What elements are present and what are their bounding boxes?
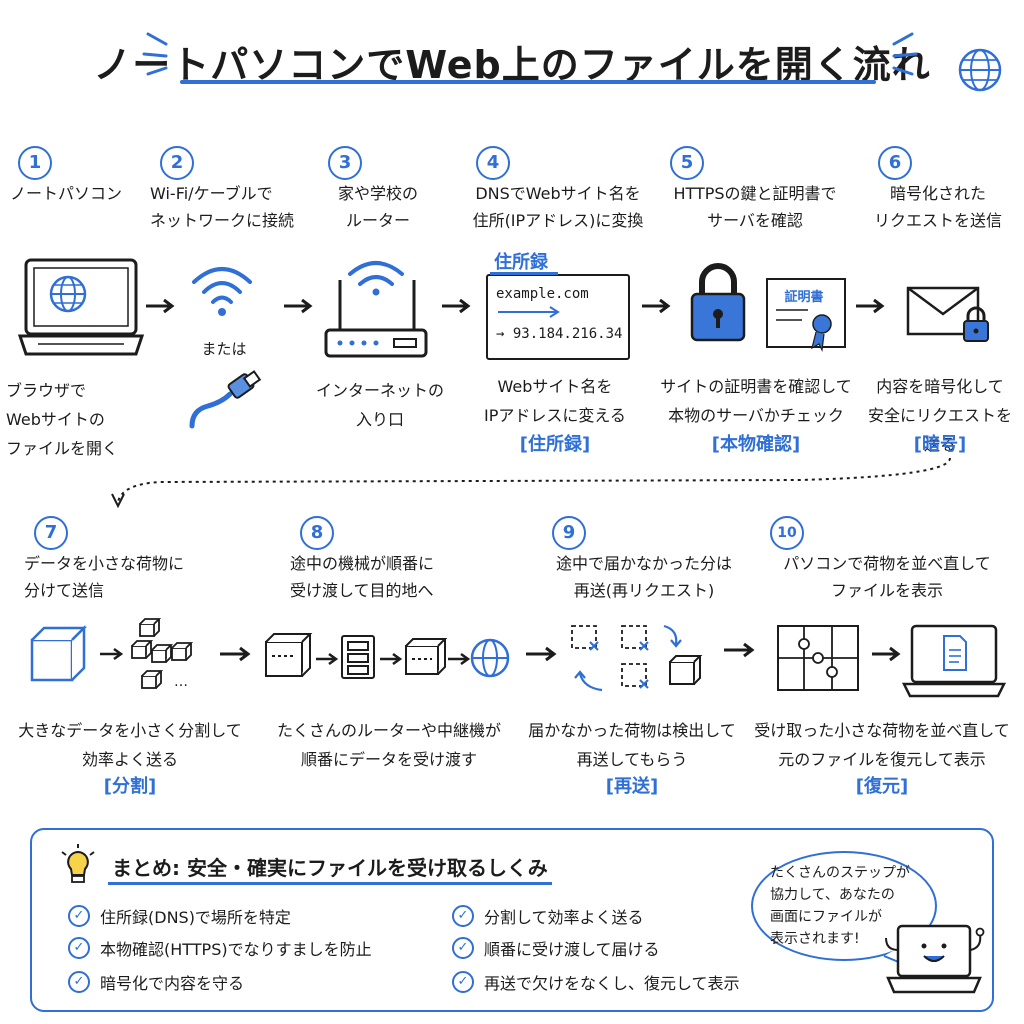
check-icon: ✓ (452, 971, 474, 993)
arrow-1-2 (146, 298, 175, 314)
step-10-tag: [復元] (855, 776, 909, 797)
router-icon (324, 261, 428, 358)
step-5-tag: [本物確認] (711, 434, 801, 455)
step-10-number: 10 (770, 516, 804, 550)
encrypted-envelope-icon (906, 286, 989, 342)
laptop-globe-icon (17, 258, 145, 356)
emphasis-lines-left (142, 32, 168, 76)
domain-name: example.com (496, 286, 589, 302)
step-3-number: 3 (328, 146, 362, 180)
step-2-label: Wi-Fi/ケーブルで ネットワークに接続 (150, 184, 295, 230)
certificate-seal-icon (776, 309, 832, 353)
step-9-label: 途中で届かなかった分は 再送(再リクエスト) (555, 554, 732, 600)
step-1-caption: ブラウザで Webサイトの ファイルを開く (6, 381, 119, 458)
summary-item: ✓順番に受け渡して届ける (452, 936, 660, 960)
step-5-number: 5 (670, 146, 704, 180)
step-7-number: 7 (34, 516, 68, 550)
svg-text:…: … (174, 674, 188, 690)
step-8-caption: たくさんのルーターや中継機が 順番にデータを受け渡す (276, 721, 501, 769)
summary-item: ✓本物確認(HTTPS)でなりすましを防止 (68, 936, 372, 960)
big-box-icon (30, 624, 88, 682)
summary-item: ✓再送で欠けをなくし、復元して表示 (452, 970, 740, 994)
small-boxes-icon: … (131, 618, 194, 690)
padlock-icon (690, 263, 746, 342)
relay-chain-icon (265, 633, 510, 679)
step-4-tag: [住所録] (519, 434, 591, 455)
check-icon: ✓ (68, 971, 90, 993)
address-book (486, 274, 630, 360)
resend-boxes-icon (571, 624, 703, 692)
step-3-label: 家や学校の ルーター (337, 184, 418, 230)
check-icon: ✓ (68, 937, 90, 959)
ethernet-cable-icon (189, 370, 262, 429)
summary-item: ✓分割して効率よく送る (452, 904, 644, 928)
speech-bubble-text: たくさんのステップが 協力して、あなたの 画面にファイルが 表示されます! (770, 865, 910, 947)
summary-item: ✓住所録(DNS)で場所を特定 (68, 904, 291, 928)
smiling-laptop-icon (885, 924, 985, 994)
or-label: または (201, 340, 247, 358)
arrow-9-10 (724, 642, 755, 658)
step-9-caption: 届かなかった荷物は検出して 再送してもらう (528, 721, 736, 769)
check-icon: ✓ (452, 905, 474, 927)
step-4-number: 4 (476, 146, 510, 180)
certificate-title: 証明書 (784, 290, 824, 305)
summary-title-underline (108, 882, 552, 885)
certificate (766, 278, 846, 348)
emphasis-lines-right (892, 32, 918, 76)
check-icon: ✓ (68, 905, 90, 927)
title-underline (180, 80, 876, 84)
row-connector-arrow (111, 457, 951, 509)
arrow-4-5 (642, 298, 671, 314)
arrow-5-6 (856, 298, 885, 314)
step-3-caption: インターネットの 入り口 (315, 381, 444, 429)
step-8-number: 8 (300, 516, 334, 550)
summary-item: ✓暗号化で内容を守る (68, 970, 244, 994)
step-1-number: 1 (18, 146, 52, 180)
step-9-number: 9 (552, 516, 586, 550)
address-book-title-underline (490, 272, 558, 275)
step-7-caption: 大きなデータを小さく分割して 効率よく送る (18, 721, 242, 769)
summary-box (30, 828, 994, 1012)
arrow-8-9 (526, 646, 557, 662)
arrow-7a (100, 647, 124, 661)
step-4-caption: Webサイト名を IPアドレスに変える (484, 377, 626, 425)
step-8-label: 途中の機械が順番に 受け渡して目的地へ (290, 554, 435, 600)
resolve-arrow-icon (498, 306, 560, 318)
step-6-label: 暗号化された リクエストを送信 (873, 184, 1002, 230)
arrow-2-3 (284, 298, 313, 314)
arrow-10-display (872, 646, 901, 662)
laptop-document-icon (901, 624, 1007, 698)
puzzle-reassembly-icon (777, 625, 859, 691)
step-6-tag: [暗号] (913, 434, 967, 455)
wifi-icon (192, 267, 252, 316)
summary-title: まとめ: 安全・確実にファイルを受け取るしくみ (112, 856, 548, 880)
step-7-label: データを小さな荷物に 分けて送信 (24, 554, 185, 600)
step-1-label: ノートパソコン (10, 184, 123, 203)
arrow-3-4 (442, 298, 471, 314)
step-10-label: パソコンで荷物を並べ直して ファイルを表示 (783, 554, 991, 600)
step-2-number: 2 (160, 146, 194, 180)
ip-address: → 93.184.216.34 (496, 326, 623, 342)
step-6-caption: 内容を暗号化して 安全にリクエストを送る (867, 377, 1012, 454)
arrow-7-8 (220, 646, 251, 662)
check-icon: ✓ (452, 937, 474, 959)
globe-icon (958, 48, 1002, 92)
page-title: ノートパソコンでWeb上のファイルを開く流れ (93, 43, 931, 87)
step-4-label: DNSでWebサイト名を 住所(IPアドレス)に変換 (472, 184, 644, 230)
step-6-number: 6 (878, 146, 912, 180)
step-7-tag: [分割] (103, 776, 157, 797)
address-book-title: 住所録 (494, 252, 548, 273)
step-9-tag: [再送] (605, 776, 659, 797)
step-5-caption: サイトの証明書を確認して 本物のサーバかチェック (660, 377, 852, 425)
step-10-caption: 受け取った小さな荷物を並べ直して 元のファイルを復元して表示 (754, 721, 1010, 769)
step-5-label: HTTPSの鍵と証明書で サーバを確認 (673, 184, 837, 230)
lightbulb-icon (61, 844, 95, 883)
